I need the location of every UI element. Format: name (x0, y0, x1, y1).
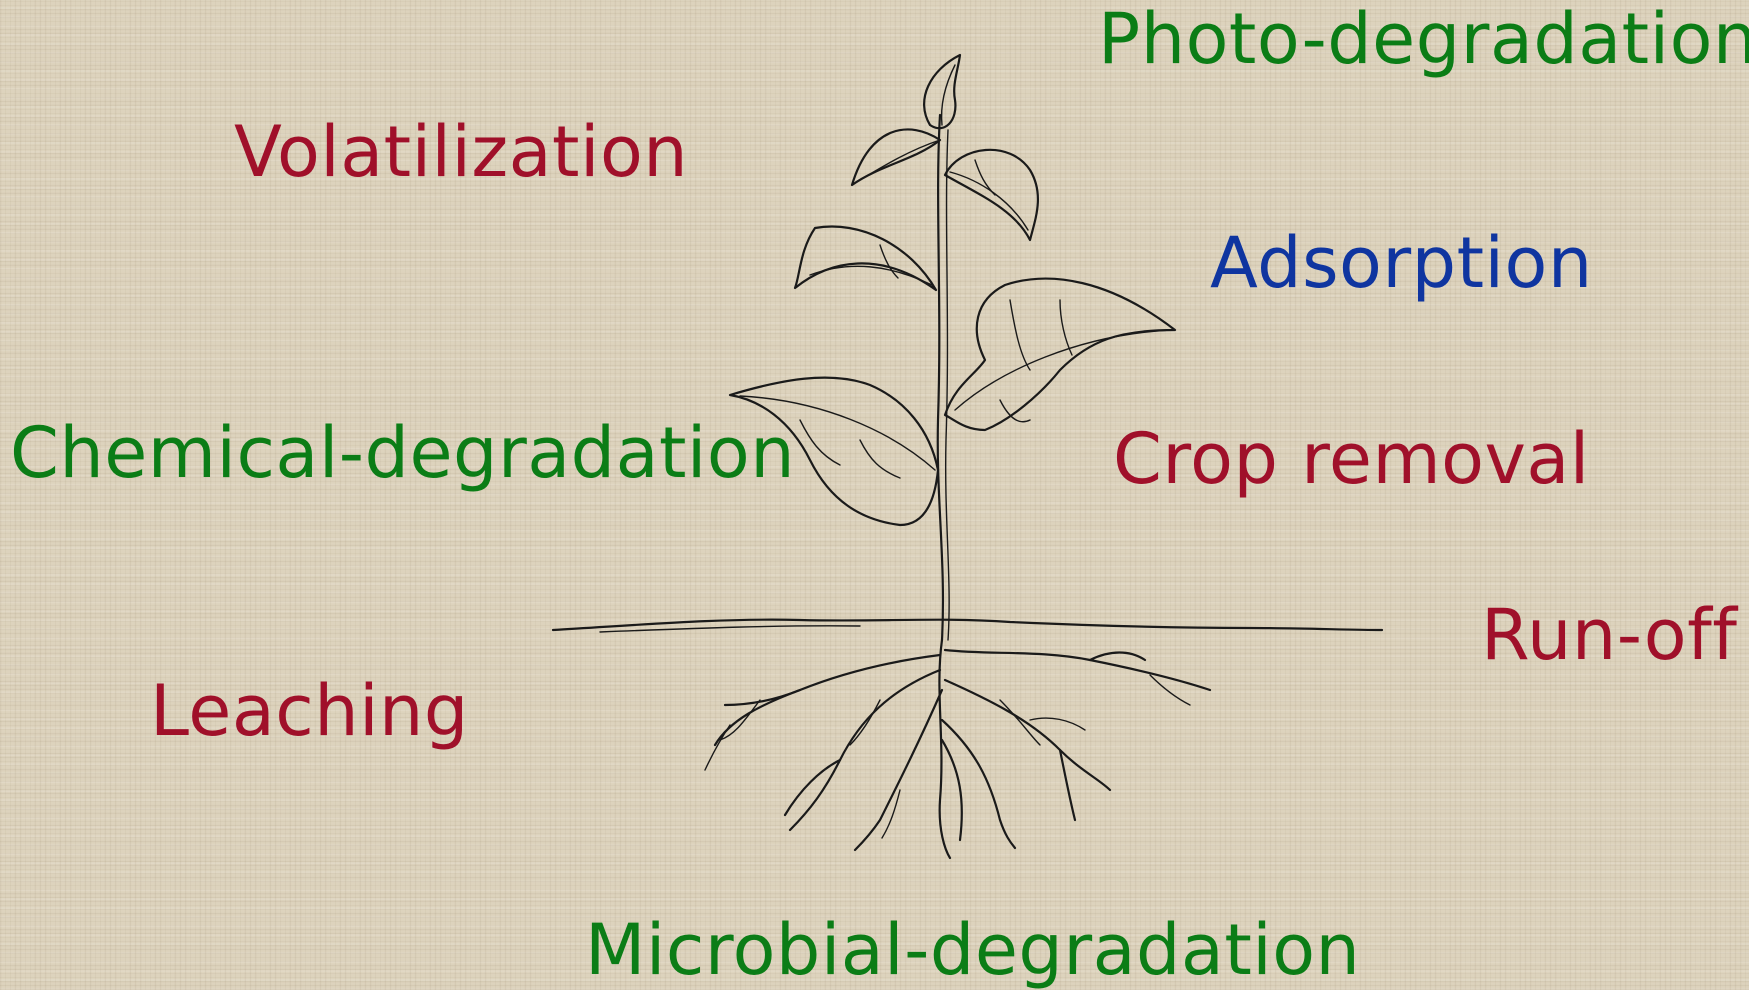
label-run-off: Run-off (1481, 600, 1737, 670)
label-chemical-degradation: Chemical-degradation (10, 418, 795, 488)
plant-stem (938, 115, 943, 640)
plant-stem-back (946, 130, 949, 640)
label-adsorption: Adsorption (1210, 228, 1593, 298)
leaf-middle-left (795, 227, 936, 290)
label-volatilization: Volatilization (234, 117, 688, 187)
leaf-upper-right (945, 150, 1038, 240)
label-photo-degradation: Photo-degradation (1098, 4, 1749, 74)
label-leaching: Leaching (150, 676, 469, 746)
label-microbial-degradation: Microbial-degradation (585, 915, 1360, 985)
label-crop-removal: Crop removal (1113, 424, 1590, 494)
plant-roots (705, 640, 1210, 858)
